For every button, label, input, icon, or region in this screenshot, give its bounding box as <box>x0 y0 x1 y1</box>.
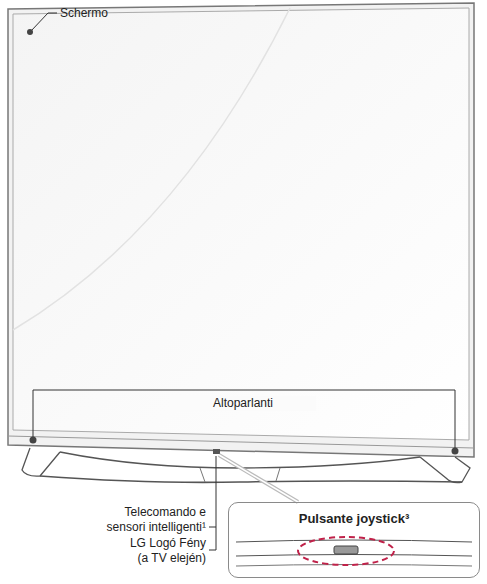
stand-base <box>40 476 462 482</box>
tv-frame <box>8 3 474 457</box>
part-label: Telecomando e sensori intelligenti¹ <box>96 505 206 535</box>
speaker-bracket <box>33 390 455 450</box>
highlight-ring <box>298 537 394 565</box>
stand-leg <box>22 448 60 476</box>
sensor <box>213 449 220 454</box>
callout-box: Pulsante joystick³ <box>228 502 480 578</box>
callout-title: Pulsante joystick³ <box>229 503 479 526</box>
leader-line <box>31 13 57 31</box>
callout-link <box>219 455 298 502</box>
bottom-bezel <box>8 436 474 448</box>
leader-line <box>209 456 216 550</box>
screen-glare <box>13 8 290 330</box>
leader-dot <box>452 448 459 455</box>
panel-edge <box>236 555 472 557</box>
panel-edge <box>236 540 472 542</box>
screen-panel <box>13 8 469 440</box>
stand-leg <box>420 457 470 483</box>
part-label: Schermo <box>60 6 140 21</box>
stand-detail <box>200 468 280 482</box>
leader-dot <box>27 29 33 35</box>
leader-dot <box>30 437 37 444</box>
part-label: LG Logó Fény (a TV elején) <box>122 536 206 566</box>
callout-link <box>219 455 298 502</box>
part-label: Altoparlanti <box>170 396 316 411</box>
joystick-button <box>334 546 358 554</box>
